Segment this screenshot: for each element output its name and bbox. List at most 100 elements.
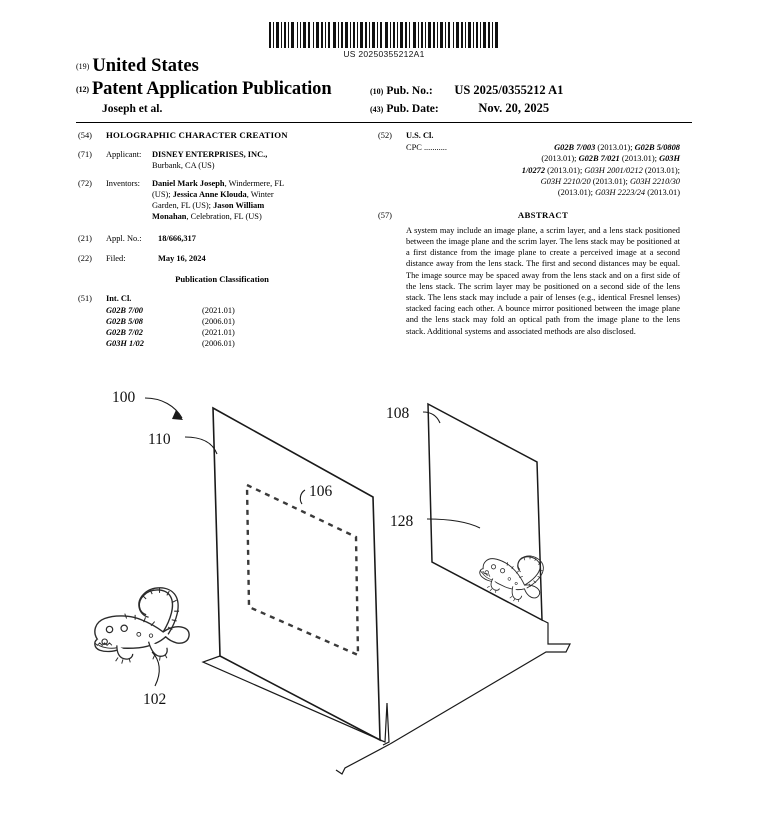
field-us-cl-tag: (52) [378, 131, 392, 140]
pub-no-value: US 2025/0355212 A1 [454, 83, 564, 97]
ref-106: 106 [309, 483, 333, 500]
scrim-panel [212, 406, 381, 742]
inventor-2-name: Jessica Anne Klouda [172, 189, 247, 199]
cpc-code-4a: G03H [659, 154, 680, 164]
field-appl-no-tag: (21) [78, 234, 92, 244]
inventor-3-location: , Celebration, FL (US) [186, 212, 262, 222]
pub-date-row: (43) Pub. Date: Nov. 20, 2025 [370, 101, 692, 116]
country-tag: (19) [76, 62, 90, 71]
int-cl-code: G03H 1/02 [106, 339, 144, 349]
inventor-3-prefix: Garden, FL (US); [152, 200, 214, 210]
abstract-text: A system may include an image plane, a s… [406, 225, 680, 336]
applicant-value: DISNEY ENTERPRISES, INC., Burbank, CA (U… [152, 149, 366, 171]
field-filed-label: Filed: [106, 254, 126, 264]
int-cl-date: (2006.01) [202, 316, 235, 326]
appl-no-value: 18/666,317 [158, 234, 196, 244]
cpc-date-1: (2013.01); [595, 143, 635, 153]
field-filed: (22) Filed: May 16, 2024 [78, 253, 366, 264]
cpc-code-7: G03H 2210/30 [629, 176, 680, 186]
int-cl-label: Int. Cl. [106, 293, 132, 303]
inventors-value: Daniel Mark Joseph, Windermere, FL (US);… [152, 178, 366, 222]
abstract-tag: (57) [378, 211, 392, 221]
country-line: (19)United States [76, 56, 366, 77]
field-applicant-tag: (71) [78, 149, 92, 159]
pub-date-value: Nov. 20, 2025 [478, 101, 550, 115]
int-cl-code: G02B 7/02 [106, 327, 143, 337]
figure-drawing: 100 110 106 108 128 102 [94, 389, 571, 775]
applicant-name: DISNEY ENTERPRISES, INC., [152, 149, 268, 159]
invention-title: HOLOGRAPHIC CHARACTER CREATION [106, 130, 288, 140]
field-applicant: (71) Applicant: DISNEY ENTERPRISES, INC.… [78, 149, 366, 171]
barcode-number: US 20250355212A1 [343, 49, 425, 59]
int-cl-date: (2021.01) [202, 305, 235, 315]
cpc-date-5: (2013.01); [642, 165, 680, 175]
field-applicant-label: Applicant: [106, 149, 142, 159]
field-inventors-label: Inventors: [106, 178, 140, 188]
inventor-3-surname: Monahan [152, 212, 187, 222]
barcode-block: US 20250355212A1 [268, 22, 500, 59]
inventor-1-name: Daniel Mark Joseph [152, 178, 225, 188]
field-us-cl: (52) U.S. Cl. CPC ........... G02B 7/003… [378, 130, 680, 198]
field-title-tag: (54) [78, 131, 92, 140]
int-cl-code: G02B 7/00 [106, 305, 143, 315]
int-cl-list: G02B 7/00 (2021.01) G02B 5/08 (2006.01) … [106, 305, 366, 349]
field-appl-no-label: Appl. No.: [106, 234, 142, 244]
cpc-code-4b: 1/0272 [521, 165, 546, 175]
kind-tag: (12) [76, 85, 89, 94]
int-cl-row: G02B 5/08 (2006.01) [106, 316, 366, 327]
cpc-date-7: (2013.01); [557, 188, 596, 198]
abstract-section: (57) ABSTRACT A system may include an im… [378, 210, 680, 336]
ref-108: 108 [386, 405, 410, 422]
bibliographic-left-column: (54) HOLOGRAPHIC CHARACTER CREATION (71)… [78, 130, 366, 356]
int-cl-date: (2021.01) [202, 327, 235, 337]
int-cl-row: G03H 1/02 (2006.01) [106, 338, 366, 349]
lens-stack-region [245, 483, 360, 657]
cpc-code-2: G02B 5/0808 [634, 143, 680, 153]
ref-100: 100 [112, 389, 136, 406]
patent-figure: 100 110 106 108 128 102 [0, 376, 768, 814]
abstract-heading: ABSTRACT [517, 210, 569, 221]
field-filed-tag: (22) [78, 254, 92, 264]
cpc-code-6: G03H 2210/20 [540, 176, 591, 186]
int-cl-row: G02B 7/00 (2021.01) [106, 305, 366, 316]
abstract-body: ABSTRACT A system may include an image p… [406, 210, 680, 336]
inventor-3-name: Jason William [213, 200, 265, 210]
character-source-figure [94, 587, 190, 665]
us-cl-value: U.S. Cl. CPC ........... G02B 7/003 (201… [406, 130, 680, 198]
pub-no-row: (10) Pub. No.: US 2025/0355212 A1 [370, 83, 692, 98]
base-outline [201, 619, 571, 775]
pub-date-label: Pub. Date: [386, 103, 439, 115]
cpc-date-2: (2013.01); [541, 154, 579, 164]
publication-classification-heading: Publication Classification [175, 274, 269, 285]
pub-no-label: Pub. No.: [386, 85, 433, 97]
ref-102: 102 [143, 691, 166, 708]
cpc-date-3: (2013.01); [619, 154, 660, 164]
reference-numerals: 100 110 106 108 128 102 [112, 389, 414, 708]
inventor-2-prefix: (US); [152, 189, 173, 199]
us-cl-label: U.S. Cl. [406, 131, 434, 140]
bibliographic-right-column: (52) U.S. Cl. CPC ........... G02B 7/003… [378, 130, 680, 337]
ref-110: 110 [148, 431, 171, 448]
country-name: United States [92, 56, 199, 76]
cpc-label: CPC [406, 143, 422, 153]
inventor-2-location: , Winter [246, 189, 274, 199]
field-appl-no: (21) Appl. No.: 18/666,317 [78, 233, 366, 244]
authors: Joseph et al. [102, 103, 163, 115]
cpc-lead: CPC ........... [406, 142, 447, 153]
publication-type: Patent Application Publication [91, 79, 332, 99]
leader-lines [144, 397, 481, 529]
leader-line-102 [151, 651, 160, 687]
publication-type-line: (12)Patent Application Publication [76, 79, 366, 100]
cpc-code-8: G03H 2223/24 [595, 188, 646, 198]
applicant-address: Burbank, CA (US) [152, 160, 215, 170]
field-inventors: (72) Inventors: Daniel Mark Joseph, Wind… [78, 178, 366, 222]
field-int-cl-tag: (51) [78, 293, 92, 303]
cpc-code-3: G02B 7/021 [578, 154, 620, 164]
filed-value: May 16, 2024 [158, 254, 206, 264]
cpc-code-5: G03H 2001/0212 [584, 165, 643, 175]
cpc-dots: ........... [423, 143, 447, 153]
inventor-1-location: , Windermere, FL [224, 178, 285, 188]
pub-no-tag: (10) [370, 87, 384, 96]
field-int-cl: (51) Int. Cl. G02B 7/00 (2021.01) G02B 5… [78, 293, 366, 349]
ref-128: 128 [390, 513, 414, 530]
